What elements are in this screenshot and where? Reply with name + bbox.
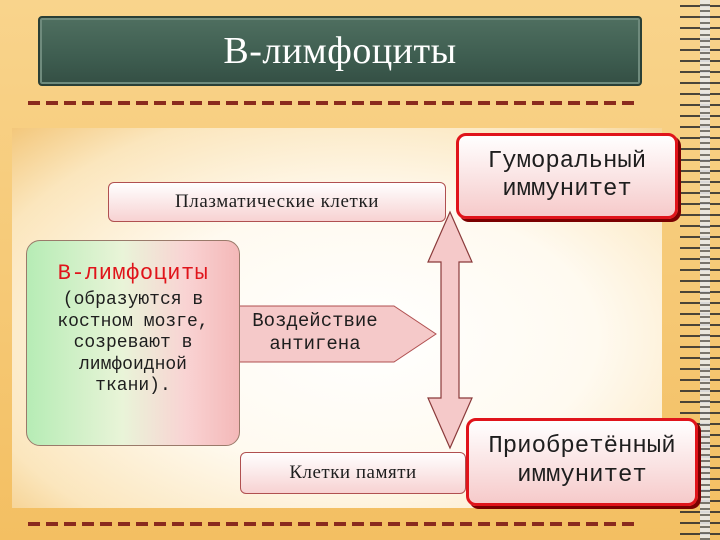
humoral-immunity-box: Гуморальный иммунитет bbox=[456, 133, 678, 219]
b-cells-desc-line-1: (образуются в bbox=[62, 290, 204, 310]
divider-top bbox=[28, 101, 638, 105]
b-cells-desc-line-3: созревают в bbox=[73, 333, 193, 354]
acquired-immunity-line-1: Приобретённый bbox=[488, 433, 676, 461]
b-cells-desc-line-4: лимфоидной bbox=[78, 354, 187, 375]
humoral-immunity-line-1: Гуморальный bbox=[487, 148, 647, 176]
plasma-cells-box: Плазматические клетки bbox=[108, 182, 446, 222]
humoral-immunity-line-2: иммунитет bbox=[502, 176, 632, 203]
b-cells-box: В-лимфоциты (образуются в костном мозге,… bbox=[26, 240, 240, 446]
b-cells-desc-line-2: костном мозге, bbox=[57, 311, 209, 332]
b-cells-desc-line-5: ткани). bbox=[95, 376, 171, 397]
b-cells-description: (образуются в костном мозге, созревают в… bbox=[57, 290, 208, 398]
title-bar: В-лимфоциты bbox=[38, 16, 642, 86]
slide-title: В-лимфоциты bbox=[223, 30, 457, 72]
divider-bottom bbox=[28, 522, 638, 526]
acquired-immunity-box: Приобретённый иммунитет bbox=[466, 418, 698, 506]
acquired-immunity-line-2: иммунитет bbox=[517, 462, 647, 489]
antigen-action-label: Воздействие антигена bbox=[240, 310, 390, 356]
antigen-action-line-1: Воздействие bbox=[252, 310, 378, 332]
antigen-action-line-2: антигена bbox=[269, 332, 361, 355]
notebook-spiral-strip bbox=[700, 0, 710, 540]
plasma-cells-label: Плазматические клетки bbox=[174, 191, 380, 212]
b-cells-title: В-лимфоциты bbox=[57, 261, 209, 286]
double-arrow-shape bbox=[427, 210, 473, 450]
memory-cells-label: Клетки памяти bbox=[289, 462, 417, 483]
memory-cells-box: Клетки памяти bbox=[240, 452, 466, 494]
